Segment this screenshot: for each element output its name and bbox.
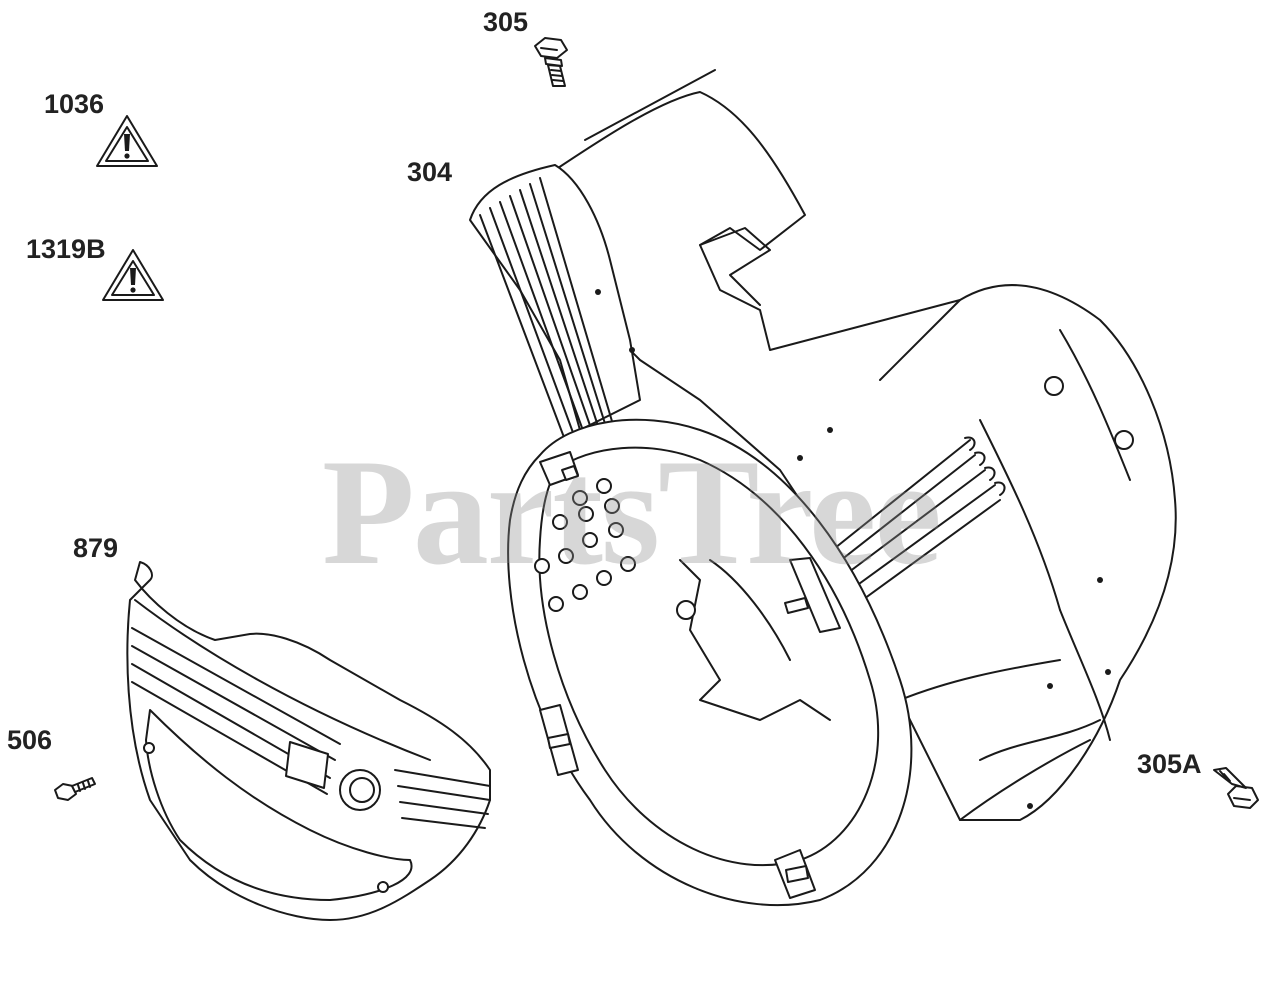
callout-1319B: 1319B <box>26 234 106 264</box>
callout-879: 879 <box>73 533 119 563</box>
blower-housing-304 <box>469 69 1177 907</box>
warning-triangle-icon <box>102 249 164 301</box>
screw-506 <box>54 777 96 801</box>
callout-506: 506 <box>7 725 53 755</box>
vent-holes <box>534 478 636 612</box>
warning-triangle-icon <box>96 115 158 167</box>
bolt-305A <box>1213 767 1259 809</box>
front-cover-879 <box>126 561 491 921</box>
callout-305: 305 <box>483 7 529 37</box>
callout-304: 304 <box>407 157 453 187</box>
callout-305A: 305A <box>1137 749 1202 779</box>
callout-1036: 1036 <box>44 89 105 119</box>
bolt-305 <box>534 37 568 87</box>
